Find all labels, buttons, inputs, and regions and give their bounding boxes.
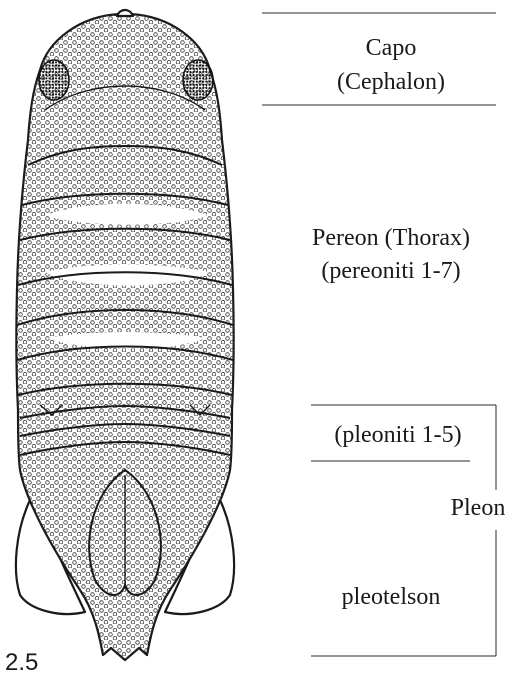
label-pleotelson: pleotelson (342, 584, 441, 610)
figure-number: 2.5 (5, 649, 38, 675)
left-eye (39, 60, 69, 100)
label-pleoniti: (pleoniti 1-5) (334, 422, 461, 448)
cephalon-tip (117, 10, 133, 16)
label-cephalon: (Cephalon) (337, 69, 445, 95)
label-rules (262, 13, 496, 656)
label-capo: Capo (366, 35, 417, 61)
right-eye (183, 60, 213, 100)
label-pleon: Pleon (451, 495, 506, 521)
label-pereoniti: (pereoniti 1-7) (321, 258, 460, 284)
label-pereon: Pereon (Thorax) (312, 225, 470, 251)
